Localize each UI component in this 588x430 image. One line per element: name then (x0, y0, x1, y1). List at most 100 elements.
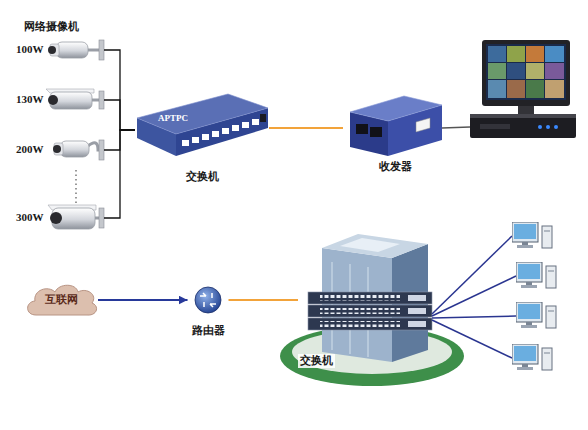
rack-switch-icon (320, 295, 400, 301)
switch-icon (222, 128, 229, 134)
camera-icon (99, 91, 104, 109)
camera-icon (53, 145, 61, 153)
brand-text: APTPC (158, 113, 188, 124)
node-label: 交换机 (298, 354, 335, 368)
camera-icon (99, 140, 104, 160)
camera-icon (48, 40, 104, 60)
transceiver-icon (416, 118, 430, 132)
recorder-icon (480, 124, 510, 129)
recorder-icon (470, 114, 576, 138)
lan-cable (432, 320, 512, 358)
router-icon (195, 287, 221, 313)
lan-cable (432, 236, 516, 358)
monitor-icon (526, 80, 544, 98)
building-icon (322, 234, 428, 258)
monitor-icon (526, 46, 544, 62)
monitor-icon (507, 80, 525, 98)
switch-icon (232, 125, 239, 131)
node-label: 交换机 (186, 170, 219, 184)
recorder-icon (470, 114, 576, 118)
group-heading: 网络摄像机 (24, 20, 79, 33)
switch-icon (242, 122, 249, 128)
node-label: 收发器 (379, 160, 412, 174)
rack-switch-icon (308, 292, 432, 304)
rack-switch-icon (320, 308, 400, 314)
connector-line (104, 50, 135, 130)
node-label: 路由器 (192, 324, 225, 338)
rack-switch-icon (308, 305, 432, 317)
cloud-node: 互联网 (24, 282, 98, 318)
camera-icon (99, 40, 104, 60)
switch-icon (182, 140, 189, 146)
camera-icon (46, 89, 104, 109)
monitor-icon (488, 46, 506, 62)
router-icon (195, 287, 221, 313)
camera-icon (48, 95, 58, 105)
building-icon (340, 238, 400, 252)
monitor-icon (545, 46, 564, 62)
switch-node: 交换机 (135, 90, 269, 186)
computer-icon (516, 302, 556, 328)
camera-icon (54, 143, 63, 155)
monitor-icon (518, 106, 534, 114)
recorder-icon (538, 125, 542, 129)
node-label: 100W (16, 43, 44, 57)
cable-line (442, 127, 470, 128)
camera-node: 200W (12, 132, 104, 168)
rack-switch-icon (320, 321, 400, 327)
lan-cable (432, 236, 512, 314)
camera-icon (56, 42, 88, 58)
transceiver-icon (350, 96, 442, 121)
router-node: 路由器 (188, 286, 229, 340)
rack-switch-icon (408, 308, 426, 314)
recorder-icon (470, 114, 576, 138)
switch-icon (137, 94, 268, 156)
switch-icon (212, 131, 219, 137)
monitor-icon (545, 63, 564, 79)
monitor-icon (482, 40, 570, 114)
node-label: 300W (16, 211, 44, 225)
connector-line (104, 130, 135, 218)
camera-icon (50, 212, 62, 224)
computer-icon (512, 344, 552, 370)
camera-node: 130W (12, 82, 104, 118)
camera-icon (48, 46, 56, 54)
node-label: 互联网 (45, 293, 78, 307)
dotted-line (75, 170, 76, 204)
node-label: 200W (16, 143, 44, 157)
computer-icon (512, 222, 556, 370)
camera-node: 100W (12, 32, 104, 68)
computer-icon (516, 262, 556, 288)
monitor-icon (488, 80, 506, 98)
node-label: 130W (16, 93, 44, 107)
connector-line (229, 299, 299, 301)
connector-line (98, 299, 188, 301)
recorder-icon (554, 125, 558, 129)
switch-icon (252, 119, 259, 125)
switch-icon (137, 94, 268, 134)
monitor-icon (507, 46, 525, 62)
camera-icon (99, 208, 104, 228)
monitor-icon (526, 63, 544, 79)
camera-node: 300W (12, 200, 104, 236)
switch-icon (202, 134, 209, 140)
rack-switch-icon (408, 321, 426, 327)
rack-switch-icon (308, 318, 432, 330)
lan-cable (432, 316, 516, 318)
transceiver-icon (350, 96, 442, 156)
monitor-icon (486, 44, 566, 100)
recorder-icon (546, 125, 550, 129)
monitor-icon (482, 40, 570, 106)
monitor-icon (488, 63, 506, 79)
switch-icon (260, 114, 266, 122)
connector-line (104, 100, 135, 130)
rack-switch-icon (308, 292, 432, 330)
transceiver-icon (370, 127, 382, 137)
rack-switch-node: 交换机 (298, 232, 448, 372)
cloud-shape (28, 285, 97, 315)
rack-switch-icon (408, 295, 426, 301)
